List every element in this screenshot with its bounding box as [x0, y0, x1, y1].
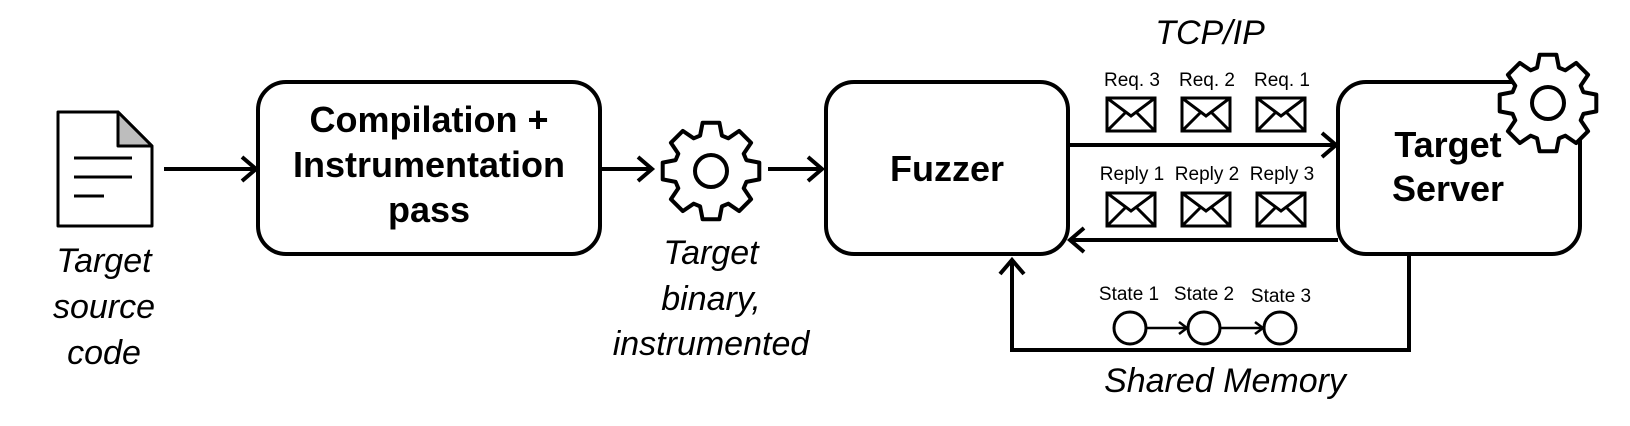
state-node	[1186, 310, 1222, 346]
binary-caption-line-2: binary,	[661, 280, 761, 318]
envelope-icon	[1255, 96, 1307, 133]
envelope-icon	[1255, 191, 1307, 228]
source-file-icon	[56, 110, 154, 228]
arrow-source-to-compiler	[164, 155, 260, 183]
server-gear-icon	[1497, 52, 1599, 154]
server-label-line-2: Server	[1392, 168, 1504, 209]
binary-caption-line-1: Target	[663, 234, 760, 272]
compilation-box	[256, 80, 602, 256]
state-node	[1112, 310, 1148, 346]
shared-memory-label: Shared Memory	[1104, 362, 1348, 400]
source-caption-line-2: source	[53, 288, 155, 326]
fuzzer-label: Fuzzer	[890, 148, 1004, 189]
state-transition-arrow	[1220, 321, 1266, 335]
envelope-icon	[1105, 191, 1157, 228]
compiler-label-line-1: Compilation +	[309, 99, 548, 140]
shared-memory-loop	[998, 256, 1411, 352]
reply-label: Reply 1	[1100, 164, 1164, 185]
binary-caption-line-3: instrumented	[613, 325, 811, 363]
state-label: State 1	[1099, 284, 1159, 305]
reply-label: Reply 2	[1175, 164, 1239, 185]
server-label-line-1: Target	[1394, 124, 1501, 165]
source-caption-line-1: Target	[56, 242, 153, 280]
envelope-icon	[1180, 191, 1232, 228]
arrow-compiler-to-binary	[602, 155, 656, 183]
reply-label: Reply 3	[1250, 164, 1314, 185]
request-label: Req. 2	[1179, 70, 1235, 91]
state-node	[1262, 310, 1298, 346]
envelope-icon	[1180, 96, 1232, 133]
compiler-label-line-3: pass	[388, 189, 470, 230]
state-label: State 2	[1174, 284, 1234, 305]
compiler-label-line-2: Instrumentation	[293, 144, 565, 185]
binary-gear-icon	[660, 120, 762, 222]
fuzzer-box	[824, 80, 1070, 256]
arrow-binary-to-fuzzer	[768, 155, 826, 183]
state-label: State 3	[1251, 286, 1311, 307]
arrow-fuzzer-to-server	[1070, 131, 1340, 159]
request-label: Req. 3	[1104, 70, 1160, 91]
envelope-icon	[1105, 96, 1157, 133]
tcpip-label: TCP/IP	[1155, 14, 1265, 52]
state-transition-arrow	[1146, 321, 1190, 335]
arrow-server-to-fuzzer	[1066, 226, 1338, 254]
source-caption-line-3: code	[67, 334, 141, 372]
request-label: Req. 1	[1254, 70, 1310, 91]
